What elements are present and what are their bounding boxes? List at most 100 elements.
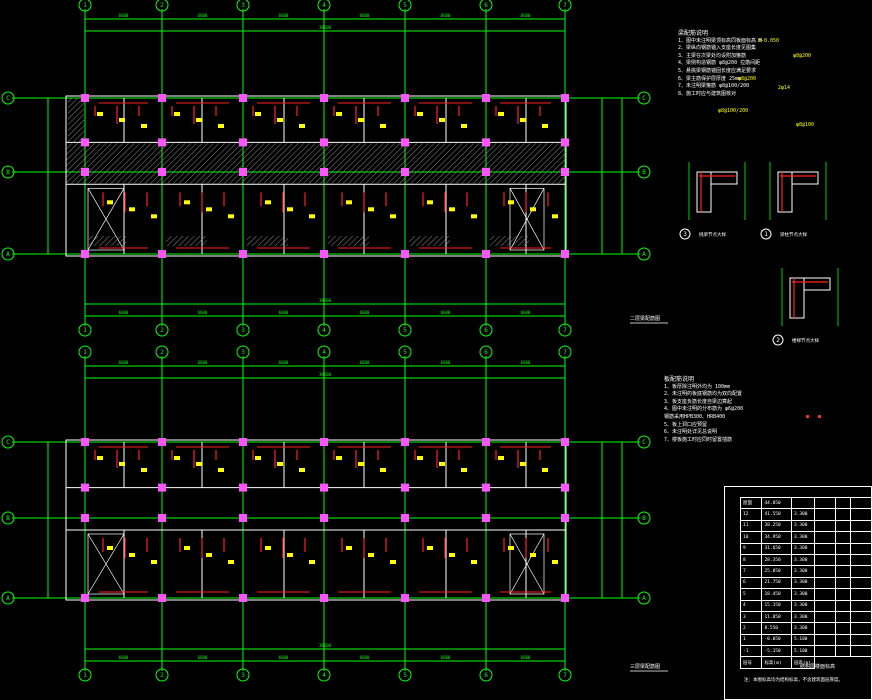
table-cell bbox=[813, 508, 836, 521]
axis-label: B bbox=[642, 515, 646, 522]
structural-plan-1: 1166006600226600660033660066004466006600… bbox=[1, 0, 651, 337]
rebar-label bbox=[530, 207, 536, 212]
column bbox=[158, 438, 166, 446]
rebar-label bbox=[174, 456, 180, 460]
axis-label: 6 bbox=[484, 2, 488, 9]
axis-label: A bbox=[642, 251, 646, 258]
axis-label: B bbox=[6, 515, 10, 522]
detail-number: 3 bbox=[683, 231, 687, 238]
axis-bubble bbox=[236, 0, 250, 12]
table-cell bbox=[849, 542, 872, 555]
table-cell: 3.300 bbox=[790, 508, 815, 521]
axis-label: A bbox=[642, 595, 646, 602]
rebar-label bbox=[461, 124, 467, 128]
column bbox=[401, 94, 409, 102]
column bbox=[561, 514, 569, 522]
column bbox=[239, 94, 247, 102]
table-footer-cell: 标高(m) bbox=[761, 656, 792, 669]
column bbox=[401, 138, 409, 147]
detail-label: 梁柱节点大样 bbox=[780, 231, 807, 238]
notes-lower-line: 5、板上洞口应预留 bbox=[664, 421, 708, 428]
table-cell: 15.150 bbox=[761, 599, 792, 612]
detail-bubble bbox=[772, 334, 784, 346]
column bbox=[561, 168, 569, 176]
beam-hatch bbox=[89, 236, 126, 246]
table-cell: 31.650 bbox=[761, 542, 792, 555]
table-cell: 10 bbox=[739, 531, 763, 544]
column bbox=[158, 94, 166, 102]
table-cell: -5.150 bbox=[761, 645, 792, 658]
column bbox=[81, 168, 89, 176]
rebar-label bbox=[508, 546, 514, 550]
detail-column bbox=[777, 171, 793, 213]
dimension-text: 6600 bbox=[360, 310, 370, 315]
dimension-text: 6600 bbox=[198, 310, 208, 315]
rebar-label bbox=[174, 112, 180, 116]
table-cell bbox=[849, 519, 872, 533]
axis-label: 5 bbox=[403, 2, 407, 9]
notes-upper-line: 6、梁主筋保护层厚度 25mm bbox=[678, 75, 742, 82]
axis-bubble bbox=[78, 345, 92, 359]
table-cell: 3.300 bbox=[790, 553, 815, 567]
beam-hatch bbox=[247, 236, 288, 246]
dimension-text: 39600 bbox=[319, 372, 332, 377]
dimension-text: 6600 bbox=[360, 360, 370, 365]
table-cell bbox=[834, 610, 851, 624]
table-cell: -0.050 bbox=[761, 633, 792, 647]
axis-bubble bbox=[637, 591, 651, 605]
axis-label: 5 bbox=[403, 672, 407, 679]
table-cell bbox=[849, 588, 872, 601]
rebar-label bbox=[498, 456, 504, 460]
table-cell bbox=[813, 599, 836, 612]
structural-plan-2: 1166006600226600660033660066004466006600… bbox=[1, 345, 651, 682]
axis-bubble bbox=[637, 91, 651, 105]
table-cell bbox=[834, 542, 851, 555]
notes-upper-line: 2、梁纵向钢筋锚入支座长度见图集 bbox=[678, 45, 757, 52]
dimension-text: 6600 bbox=[119, 655, 129, 660]
table-cell: 18.450 bbox=[761, 588, 792, 601]
beam-hatch bbox=[166, 236, 207, 246]
axis-label: 7 bbox=[563, 349, 567, 356]
table-cell: 3.300 bbox=[790, 531, 815, 544]
table-cell bbox=[813, 496, 836, 510]
rebar-label bbox=[461, 468, 467, 472]
rebar-label bbox=[336, 456, 342, 460]
rebar-label bbox=[277, 462, 283, 466]
axis-bubble bbox=[236, 323, 250, 337]
table-cell: 38.250 bbox=[761, 519, 792, 533]
dimension-text: 39600 bbox=[319, 25, 332, 30]
stair-opening bbox=[87, 533, 125, 595]
detail-bubble bbox=[679, 228, 691, 240]
rebar-label bbox=[309, 214, 315, 219]
table-cell bbox=[849, 610, 872, 624]
rebar-label bbox=[107, 200, 113, 205]
dimension-text: 39600 bbox=[319, 298, 332, 303]
table-cell bbox=[834, 599, 851, 612]
axis-label: 7 bbox=[563, 2, 567, 9]
rebar-label bbox=[277, 118, 283, 122]
axis-label: 4 bbox=[322, 349, 326, 356]
column bbox=[239, 594, 247, 602]
table-cell bbox=[849, 645, 872, 658]
axis-label: B bbox=[642, 169, 646, 176]
outer-wall bbox=[65, 439, 567, 601]
table-cell: 3 bbox=[739, 610, 763, 624]
beam-hatch bbox=[490, 236, 529, 246]
column bbox=[81, 594, 89, 602]
column bbox=[158, 483, 166, 492]
column bbox=[561, 250, 569, 258]
table-cell: 11 bbox=[739, 519, 763, 533]
column bbox=[482, 138, 490, 147]
stair-opening bbox=[87, 187, 125, 251]
rebar-label bbox=[542, 124, 548, 128]
rebar-label bbox=[206, 207, 212, 212]
axis-label: 5 bbox=[403, 327, 407, 334]
table-cell: 8 bbox=[739, 553, 763, 567]
rebar-label bbox=[358, 462, 364, 466]
table-cell bbox=[813, 622, 836, 635]
column bbox=[482, 168, 490, 176]
